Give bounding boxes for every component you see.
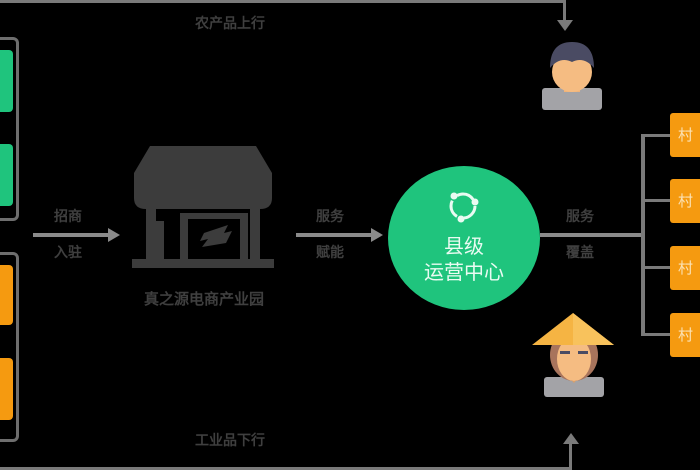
left-arrow-label-bottom: 入驻	[54, 245, 82, 261]
middle-arrow-line	[296, 233, 372, 237]
village-box-1[interactable]: 村	[670, 113, 700, 157]
top-flow-line	[0, 0, 566, 3]
right-connector-line	[540, 233, 642, 237]
consumer-avatar-icon	[540, 38, 606, 112]
village-branch-2	[641, 199, 671, 202]
green-box-1[interactable]	[0, 50, 13, 112]
top-flow-line-curve	[563, 0, 566, 22]
left-arrow-label-top: 招商	[54, 209, 82, 225]
middle-arrow-label-bottom: 赋能	[316, 245, 344, 261]
middle-arrow-label-top: 服务	[316, 209, 344, 225]
middle-arrow-head	[371, 228, 383, 242]
bottom-flow-line	[0, 467, 572, 470]
village-box-3[interactable]: 村	[670, 246, 700, 290]
village-branch-1	[641, 134, 671, 137]
village-branch-3	[641, 266, 671, 269]
shop-caption: 真之源电商产业园	[143, 290, 264, 308]
storefront-icon	[130, 143, 276, 273]
bottom-flow-arrowhead	[563, 433, 579, 444]
bottom-flow-line-curve	[569, 444, 572, 470]
center-line2: 运营中心	[424, 260, 504, 284]
orange-group-bracket	[0, 252, 19, 442]
green-box-2[interactable]	[0, 144, 13, 206]
village-tree-trunk	[641, 135, 645, 335]
orange-box-2[interactable]	[0, 358, 13, 420]
village-box-4[interactable]: 村	[670, 313, 700, 357]
village-branch-4	[641, 333, 671, 336]
village-box-2[interactable]: 村	[670, 179, 700, 223]
bottom-flow-label: 工业品下行	[195, 433, 265, 449]
green-group-bracket	[0, 37, 19, 221]
right-arrow-label-bottom: 覆盖	[566, 245, 594, 261]
top-flow-arrowhead	[557, 20, 573, 31]
orange-box-1[interactable]	[0, 265, 13, 325]
county-operation-center[interactable]: 县级 运营中心	[388, 166, 540, 310]
cycle-icon	[445, 188, 481, 224]
left-arrow-head	[108, 228, 120, 242]
top-flow-label: 农产品上行	[195, 16, 265, 32]
center-line1: 县级	[444, 234, 484, 258]
left-arrow-line	[33, 233, 109, 237]
farmer-avatar-icon	[530, 311, 616, 399]
right-arrow-label-top: 服务	[566, 209, 594, 225]
